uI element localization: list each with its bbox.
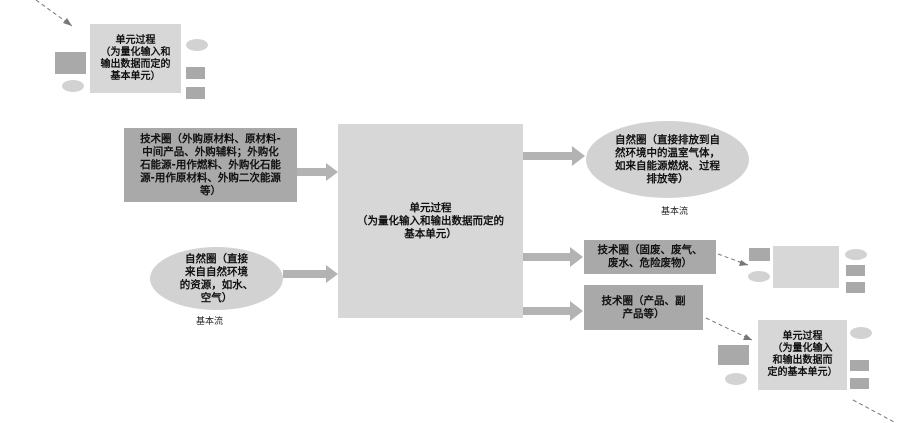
dashed-flow-bottom: [852, 399, 897, 423]
dashed-flow-lower: [705, 317, 753, 341]
arrow-unit-to-product: [523, 301, 583, 321]
unit-process-top: 单元过程 （为量化输入和 输出数据而定的 基本单元）: [90, 24, 181, 93]
small-square-bottom-left: [718, 345, 749, 365]
nature-input-ellipse: 自然圈（直接 来自自然环境 的资源，如水、 空气）: [150, 247, 283, 310]
small-square-mid-right-2: [846, 282, 865, 293]
arrow-unit-to-waste: [523, 247, 583, 267]
small-square-bottom-right-1: [850, 360, 869, 371]
small-ellipse-mid-right: [845, 249, 867, 260]
arrow-unit-to-nature-out: [523, 146, 585, 166]
small-square-mid-left: [749, 248, 770, 261]
dashed-flow-top-head: [63, 18, 72, 26]
technosphere-input-box: 技术圈（外购原材料、原材料- 中间产品、外购辅料；外购化 石能源-用作燃料、外购…: [124, 128, 297, 202]
unit-process-center: 单元过程 （为量化输入和输出数据而定的 基本单元）: [338, 124, 523, 318]
nature-output-ellipse: 自然圈（直接排放到自 然环境中的温室气体， 如来自能源燃烧、过程 排放等）: [586, 121, 749, 198]
small-ellipse-top-left: [62, 80, 84, 92]
small-square-top-right-1: [186, 67, 205, 79]
small-ellipse-bottom-right: [850, 327, 872, 339]
unit-process-bottom-right: 单元过程 （为量化输入 和输出数据而 定的基本单元）: [758, 320, 847, 390]
small-square-top-left: [55, 52, 86, 74]
dashed-flow-lower-head: [743, 334, 752, 340]
nature-output-caption: 基本流: [661, 207, 689, 217]
arrow-technosphere-to-unit: [297, 163, 338, 181]
dashed-flow-mid: [717, 253, 749, 266]
small-ellipse-top-right: [186, 39, 208, 51]
technosphere-waste-box: 技术圈（固废、废气、 废水、危险废物）: [584, 240, 716, 274]
dashed-flow-mid-head: [739, 260, 748, 266]
technosphere-product-box: 技术圈（产品、副 产品等）: [584, 285, 703, 330]
small-unit-process-mid: [773, 246, 839, 288]
small-ellipse-mid-left: [748, 271, 770, 282]
small-square-mid-right-1: [846, 265, 865, 276]
arrow-nature-to-unit: [283, 265, 338, 283]
small-square-top-right-2: [186, 87, 205, 99]
small-ellipse-bottom-left: [725, 373, 747, 385]
small-square-bottom-right-2: [850, 378, 869, 389]
nature-input-caption: 基本流: [196, 317, 224, 327]
